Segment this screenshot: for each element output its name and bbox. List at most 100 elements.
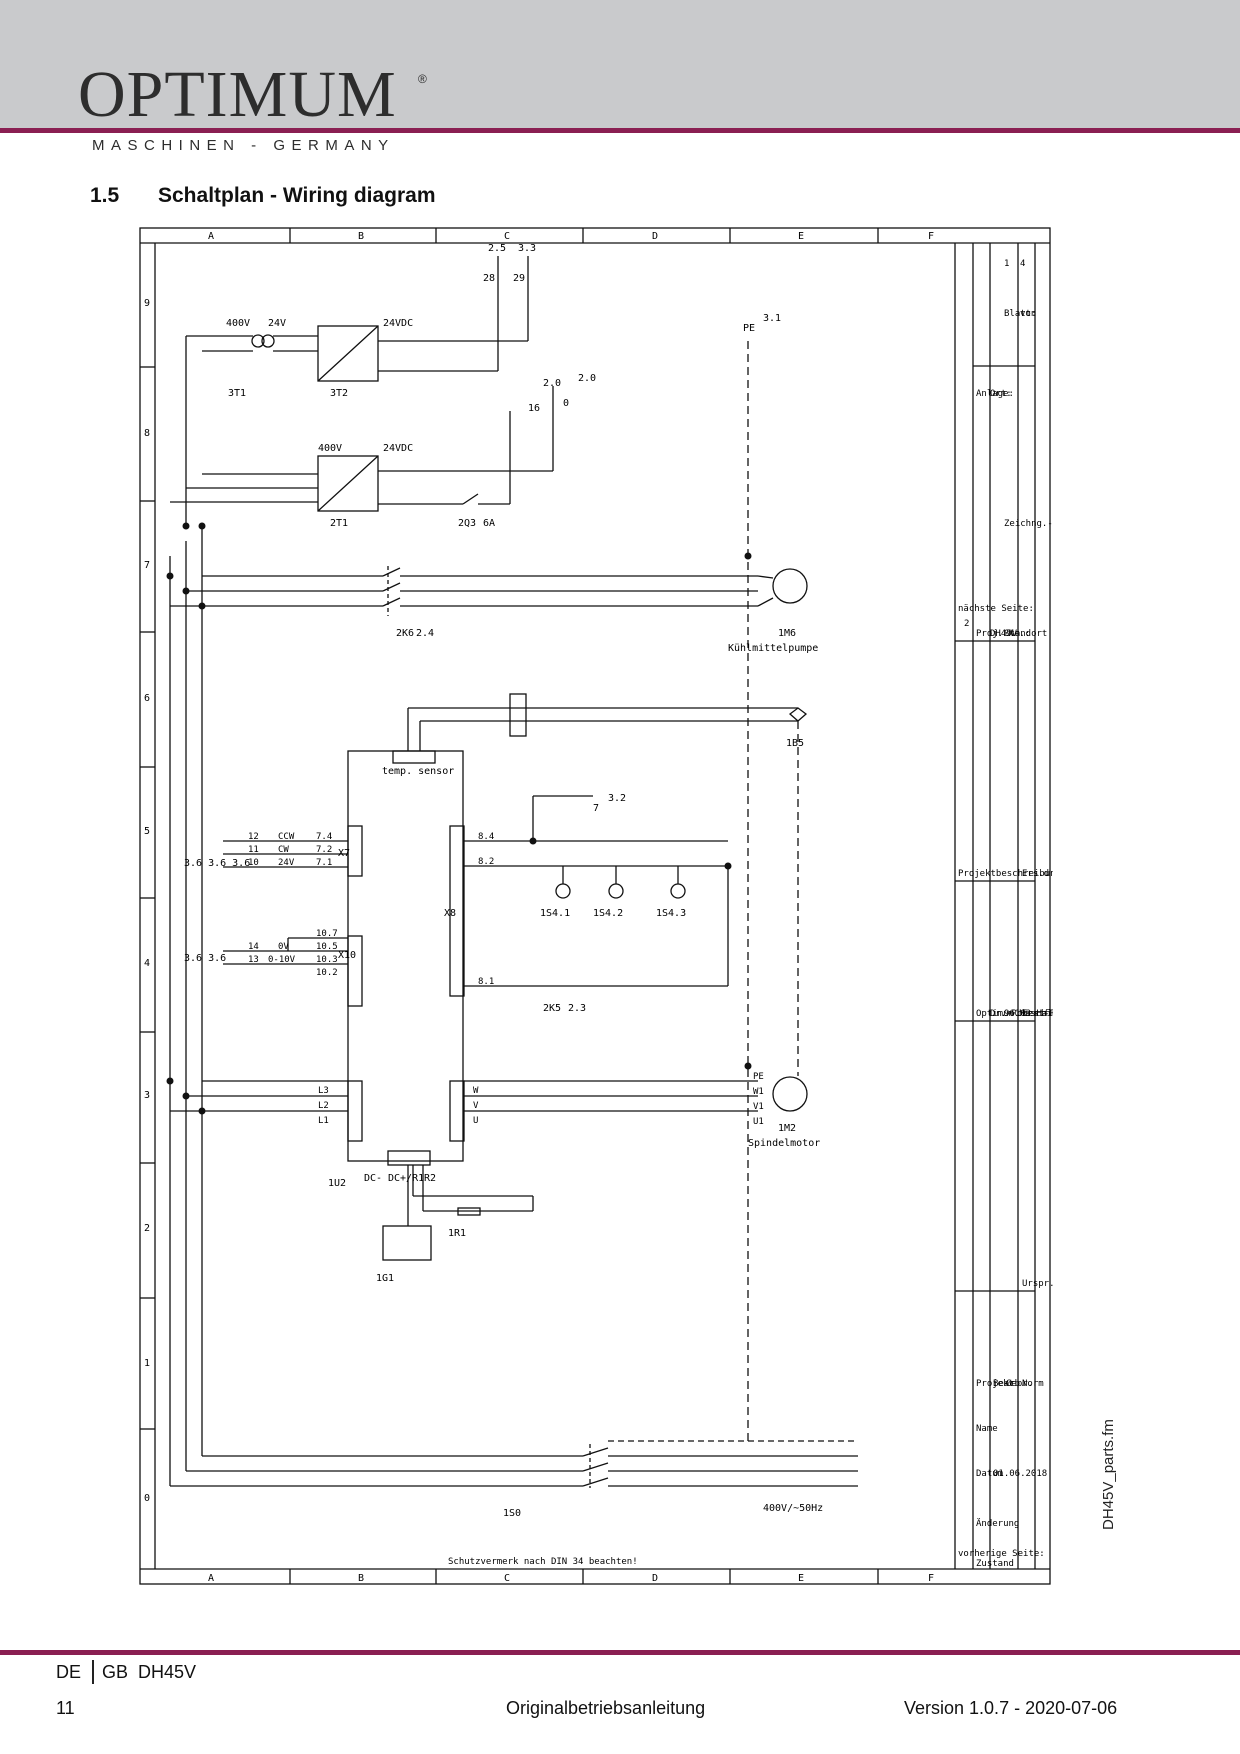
label-temp-sensor: temp. sensor — [382, 766, 454, 777]
pump-motor-symbol — [772, 568, 808, 604]
tb-company-city: 96103 Hallstadt/Germany — [1004, 1009, 1053, 1019]
x7-term-74: 7.4 — [316, 832, 332, 842]
tb-prev-page: vorherige Seite: — [958, 1549, 1045, 1559]
tb-company-name: Optimum Maschinen Germany GmbH — [976, 1009, 1053, 1019]
tb-von: von — [1020, 309, 1036, 319]
tb-ort: Ort: — [990, 389, 1012, 399]
footer-lang-gb-model: GB DH45V — [102, 1662, 196, 1683]
row-label-7: 7 — [144, 560, 150, 571]
label-dc-plus: DC+/R1 — [388, 1173, 424, 1184]
x10-term-103: 10.3 — [316, 955, 338, 965]
tb-next-page: nächste Seite: — [958, 604, 1034, 614]
row-label-0: 0 — [144, 1493, 150, 1504]
tb-bearb: Bearb. — [993, 1379, 1026, 1389]
label-2k6: 2K6 — [396, 628, 414, 639]
x10-sig-0-10v: 0-10V — [268, 955, 296, 965]
label-x7: X7 — [338, 848, 350, 859]
x8-term-82: 8.2 — [478, 857, 494, 867]
row-label-2: 2 — [144, 1223, 150, 1234]
label-1s4-2: 1S4.2 — [593, 908, 623, 919]
tb-datum: Datum — [976, 1469, 1003, 1479]
tb-company-street: Dr.-Robert-Pfleger-Str. 26 — [990, 1009, 1053, 1019]
x10-sig-0v: 0V — [278, 942, 289, 952]
motor-pin-v1: V1 — [753, 1102, 764, 1112]
x7-wire-11: 11 — [248, 845, 259, 855]
phase-l2: L2 — [318, 1101, 329, 1111]
x7-wire-10: 10 — [248, 858, 259, 868]
tb-aenderung: Änderung — [976, 1518, 1019, 1529]
label-3t2: 3T2 — [330, 388, 348, 399]
motor-pin-w1: W1 — [753, 1087, 764, 1097]
label-2q3: 2Q3 — [458, 518, 476, 529]
pe-label: PE — [743, 323, 755, 334]
label-1r1: 1R1 — [448, 1228, 466, 1239]
row-label-5: 5 — [144, 826, 150, 837]
wire-28: 28 — [483, 273, 495, 284]
section-number: 1.5 — [90, 184, 120, 207]
x7-term-72: 7.2 — [316, 845, 332, 855]
wire-29: 29 — [513, 273, 525, 284]
col-label-b: B — [358, 231, 364, 242]
col-label-c-bottom: C — [504, 1573, 510, 1584]
wire-16: 16 — [528, 403, 540, 414]
tb-norm: Norm — [1022, 1379, 1044, 1389]
tb-ersd: Ers.d — [1022, 869, 1049, 879]
wiring-diagram: A B C D E F A B C D E F 0 1 2 3 4 5 6 7 … — [139, 227, 1053, 1585]
label-2k5: 2K5 — [543, 1003, 561, 1014]
col-label-f: F — [928, 231, 934, 242]
motor-pin-u1: U1 — [753, 1117, 764, 1127]
footer-page-number: 11 — [56, 1698, 75, 1718]
header-band — [0, 0, 1240, 128]
ref-2-5: 2.5 — [488, 243, 506, 254]
ref-2-0a: 2.0 — [543, 378, 561, 389]
label-2t1: 2T1 — [330, 518, 348, 529]
label-x10: X10 — [338, 950, 356, 961]
tb-blatt: Blatt: — [1004, 309, 1037, 319]
label-1m2: 1M2 — [778, 1123, 796, 1134]
x10-term-107: 10.7 — [316, 929, 338, 939]
motor-term-w: W — [473, 1086, 479, 1096]
col-label-d: D — [652, 231, 658, 242]
x7-sig-cw: CW — [278, 845, 289, 855]
side-note: DH45V_parts.fm — [1100, 1419, 1117, 1530]
row-label-9: 9 — [144, 298, 150, 309]
label-2k5-sub: 2.3 — [568, 1003, 586, 1014]
label-x8: X8 — [444, 908, 456, 919]
row-label-8: 8 — [144, 428, 150, 439]
label-3t1: 3T1 — [228, 388, 246, 399]
diagram-frame — [139, 227, 1051, 1585]
wire-7: 7 — [593, 803, 599, 814]
ref-2-0b: 2.0 — [578, 373, 596, 384]
label-24vdc-2t1: 24VDC — [383, 443, 413, 454]
tb-von-no: 4 — [1020, 259, 1025, 269]
tb-date1: 01.06.2018 — [993, 1469, 1047, 1479]
label-1s0: 1S0 — [503, 1508, 521, 1519]
label-6a: 6A — [483, 518, 495, 529]
phase-l1: L1 — [318, 1116, 329, 1126]
label-1m6: 1M6 — [778, 628, 796, 639]
x8-term-81: 8.1 — [478, 977, 494, 987]
label-r2: R2 — [424, 1173, 436, 1184]
footer-version: Version 1.0.7 - 2020-07-06 — [904, 1698, 1118, 1718]
spindle-motor-symbol — [772, 1076, 808, 1112]
label-supply: 400V/~50Hz — [763, 1503, 823, 1514]
x10-term-102: 10.2 — [316, 968, 338, 978]
col-label-f-bottom: F — [928, 1573, 934, 1584]
x7-term-71: 7.1 — [316, 858, 332, 868]
label-1g1: 1G1 — [376, 1273, 394, 1284]
ref-3-3: 3.3 — [518, 243, 536, 254]
col-label-e: E — [798, 231, 804, 242]
phase-l3: L3 — [318, 1086, 329, 1096]
col-label-a: A — [208, 231, 214, 242]
label-dc-minus: DC- — [364, 1173, 382, 1184]
label-400v-primary: 400V — [226, 318, 250, 329]
label-pump: Kühlmittelpumpe — [728, 643, 818, 654]
tb-zeichng: Zeichng.-Nr.: — [1004, 519, 1053, 529]
footer-model: DH45V — [138, 1662, 197, 1682]
label-24v-secondary: 24V — [268, 318, 286, 329]
x8-term-84: 8.4 — [478, 832, 494, 842]
label-1b5: 1B5 — [786, 738, 804, 749]
tb-ersf: Ers.f — [1022, 1009, 1049, 1019]
label-400v-2t1: 400V — [318, 443, 342, 454]
tb-next-page-no: 2 — [964, 619, 969, 629]
